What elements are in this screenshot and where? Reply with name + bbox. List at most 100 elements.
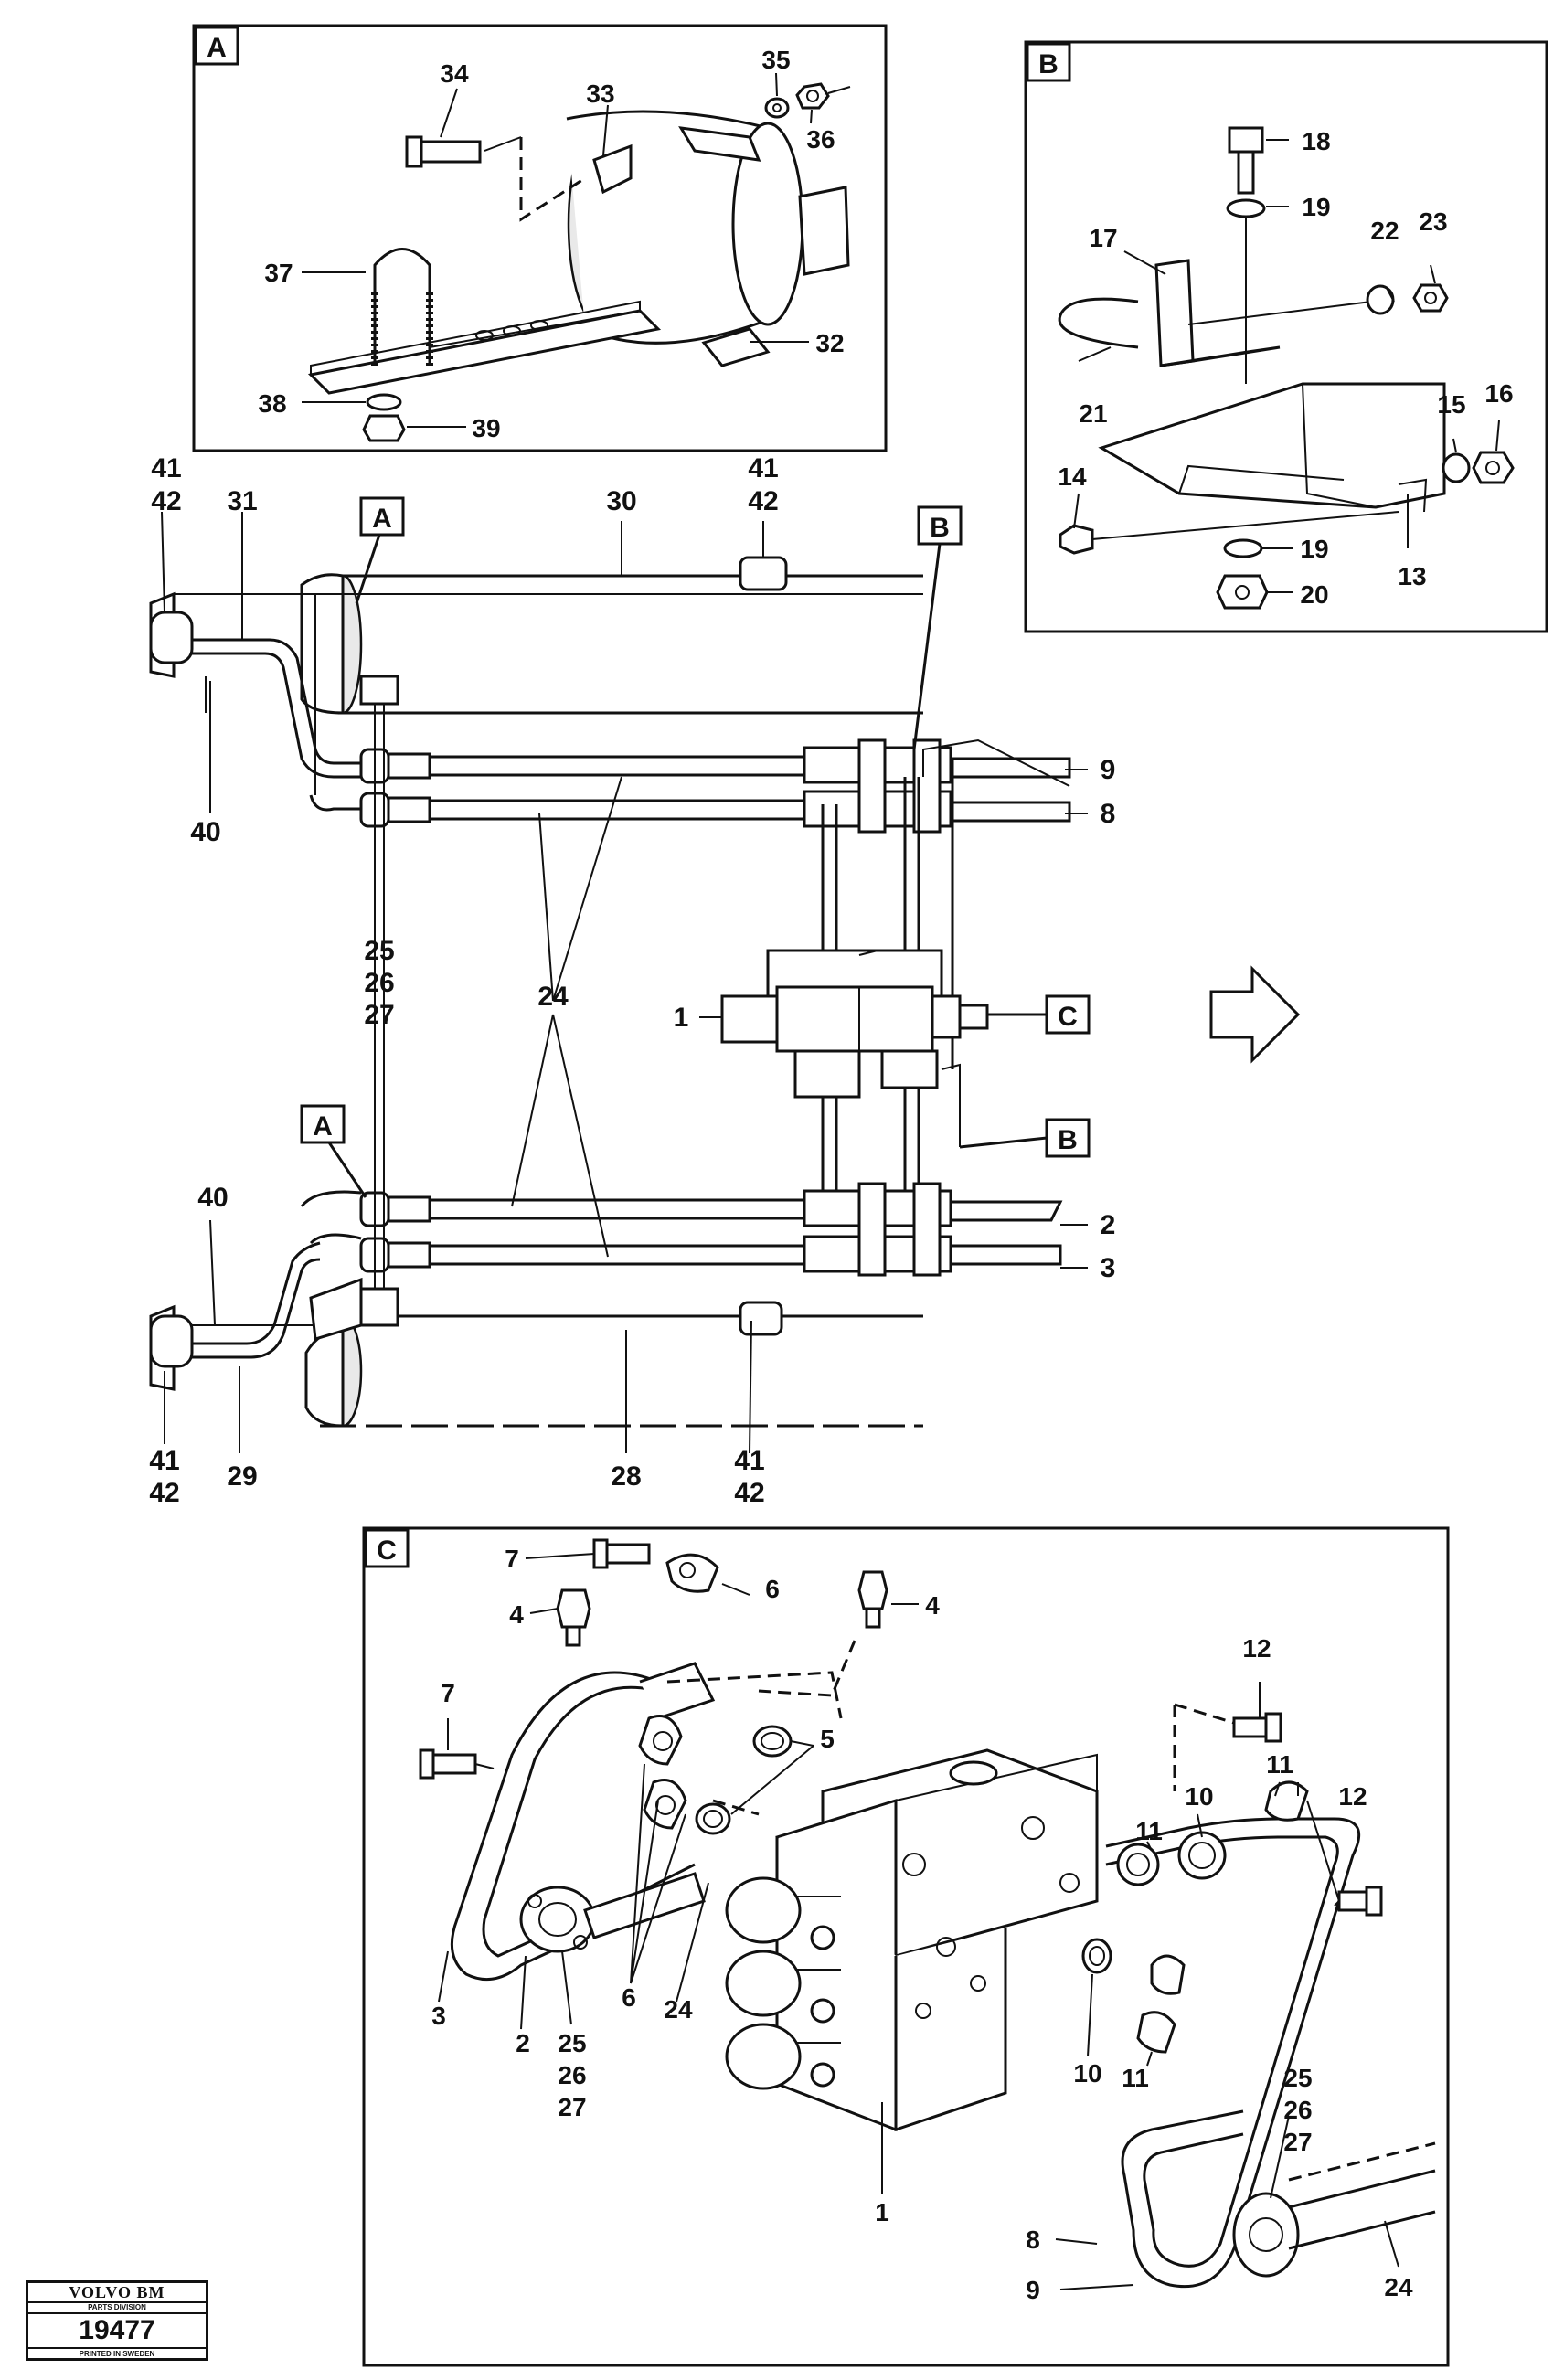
label-42-ll: 42 [149, 1478, 179, 1508]
detail-c-letter: C [377, 1535, 397, 1566]
label-33: 33 [586, 80, 614, 108]
label-1-detail: 1 [875, 2198, 889, 2226]
label-7-left: 7 [441, 1679, 455, 1707]
label-22: 22 [1370, 217, 1399, 245]
detail-a-tag [194, 26, 239, 66]
label-4-left: 4 [509, 1600, 524, 1629]
label-19-bottom: 19 [1300, 535, 1328, 563]
label-21: 21 [1079, 399, 1107, 428]
u-bolt [1058, 297, 1139, 349]
label-42-ur: 42 [748, 486, 778, 516]
label-13: 13 [1398, 562, 1426, 590]
parts-division: PARTS DIVISION [28, 2303, 206, 2314]
label-25-left: 25 [558, 2029, 586, 2057]
label-40-upper: 40 [190, 817, 220, 847]
direction-arrow-icon [1209, 965, 1301, 1064]
label-24-main: 24 [537, 982, 569, 1012]
label-3-main: 3 [1101, 1253, 1116, 1283]
label-25-main: 25 [364, 936, 394, 966]
support-plate [1098, 382, 1446, 509]
pipe-loop-right [1105, 1817, 1361, 2289]
label-2-detail: 2 [516, 2029, 530, 2057]
label-5: 5 [820, 1725, 835, 1753]
pipe-31 [192, 638, 366, 765]
l-bracket [1154, 259, 1195, 367]
ref-tag-a-upper [359, 496, 405, 537]
label-41-ll: 41 [149, 1446, 179, 1476]
label-27-left: 27 [558, 2093, 586, 2121]
label-26-main: 26 [364, 968, 394, 998]
ref-tag-c [1045, 994, 1091, 1035]
brand-name: VOLVO BM [28, 2283, 206, 2303]
ref-tag-a-lower-letter: A [313, 1111, 333, 1142]
label-40-lower: 40 [197, 1183, 228, 1213]
label-11-top: 11 [1266, 1750, 1293, 1779]
pipe-24-detail [1288, 2169, 1436, 2250]
label-41-ul: 41 [151, 453, 181, 483]
detail-c-tag [364, 1528, 410, 1568]
label-26-right: 26 [1283, 2096, 1312, 2124]
label-9: 9 [1101, 755, 1116, 785]
label-24-right: 24 [1384, 2273, 1413, 2301]
printed-in: PRINTED IN SWEDEN [79, 2350, 155, 2358]
label-20: 20 [1300, 580, 1328, 609]
hose-24-lower [430, 1198, 804, 1220]
label-37: 37 [264, 259, 293, 287]
detail-a-letter: A [207, 33, 227, 63]
base-bracket [307, 309, 662, 395]
label-17: 17 [1089, 224, 1117, 252]
label-19-top: 19 [1302, 193, 1330, 221]
label-10-lower: 10 [1073, 2059, 1101, 2088]
label-28: 28 [611, 1461, 641, 1492]
detail-b-panel: B [1024, 40, 1548, 633]
clamp-ear [592, 143, 633, 195]
label-36: 36 [806, 125, 835, 154]
label-18: 18 [1302, 127, 1330, 155]
hose-24-upper [430, 755, 804, 777]
label-42-ul: 42 [151, 486, 181, 516]
label-12-right: 12 [1338, 1782, 1367, 1811]
label-29: 29 [227, 1461, 257, 1492]
label-3-detail: 3 [431, 2002, 446, 2030]
main-assembly: A B C B A 41 42 [149, 453, 1301, 1508]
detail-a-panel: A [192, 24, 888, 452]
label-42-lr: 42 [734, 1478, 764, 1508]
u-bolt [373, 248, 431, 366]
bolt [1228, 126, 1264, 154]
bolt [414, 140, 482, 164]
label-41-lr: 41 [734, 1446, 764, 1476]
label-2-main: 2 [1101, 1210, 1116, 1240]
ref-tag-b-upper-letter: B [930, 513, 950, 543]
label-32: 32 [815, 329, 844, 357]
label-31: 31 [227, 486, 257, 516]
detail-b-letter: B [1038, 49, 1059, 80]
label-25-right: 25 [1283, 2064, 1312, 2092]
label-24-detail: 24 [664, 1995, 693, 2024]
ref-tag-c-letter: C [1058, 1002, 1078, 1032]
label-4-right: 4 [925, 1591, 940, 1620]
label-27-main: 27 [364, 1000, 394, 1030]
detail-c-panel: C [362, 1526, 1450, 2367]
ref-tag-b-upper [917, 505, 963, 546]
label-16: 16 [1484, 379, 1513, 408]
drawing-number: 19477 [28, 2314, 206, 2349]
label-1-main: 1 [674, 1003, 689, 1033]
ref-tag-a-lower [300, 1104, 346, 1144]
detail-b-tag [1026, 42, 1071, 82]
label-8-detail: 8 [1026, 2226, 1040, 2254]
solenoid [725, 1876, 802, 1944]
label-6-top: 6 [765, 1575, 780, 1603]
ref-tag-a-upper-letter: A [372, 504, 392, 534]
volvo-bm-parts-stamp: VOLVO BM PARTS DIVISION 19477 PRINTED IN… [26, 2280, 208, 2361]
label-10-upper: 10 [1185, 1782, 1213, 1811]
label-9-detail: 9 [1026, 2276, 1040, 2304]
ref-tag-b-lower-letter: B [1058, 1125, 1078, 1155]
label-12-top: 12 [1242, 1634, 1271, 1663]
label-8: 8 [1101, 799, 1116, 829]
label-35: 35 [761, 46, 790, 74]
label-38: 38 [258, 389, 286, 418]
label-26-left: 26 [558, 2061, 586, 2089]
label-41-ur: 41 [748, 453, 778, 483]
label-34: 34 [440, 59, 469, 88]
